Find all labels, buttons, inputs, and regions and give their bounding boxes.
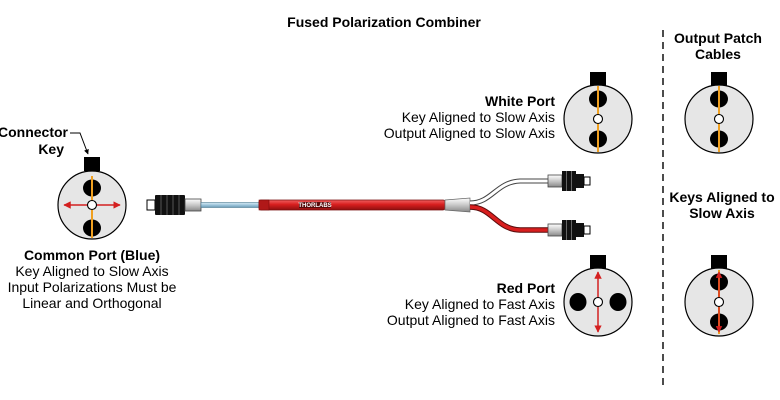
white-port-line1: Key Aligned to Slow Axis <box>402 109 555 125</box>
connector-key <box>711 255 727 269</box>
output-patch-connector-top <box>684 72 754 154</box>
common-port-line3: Linear and Orthogonal <box>22 295 161 311</box>
white-port-line2: Output Aligned to Slow Axis <box>384 125 555 141</box>
keys-aligned-line1: Keys Aligned to <box>669 189 774 205</box>
brand-text: THORLABS <box>298 203 331 209</box>
connector-key-label-line2: Key <box>38 141 64 157</box>
connector-key <box>590 255 606 269</box>
output-patch-connector-bottom <box>684 255 754 337</box>
output-patch-label-line1: Output Patch <box>674 30 762 46</box>
white-fiber <box>469 179 548 205</box>
red-fiber <box>469 205 548 232</box>
common-port-connector <box>57 157 127 240</box>
common-port-line1: Key Aligned to Slow Axis <box>15 263 168 279</box>
red-port-line2: Output Aligned to Fast Axis <box>387 312 555 328</box>
red-combiner-tube <box>258 199 446 211</box>
connector-key <box>590 72 606 86</box>
fiber-assembly: THORLABS <box>146 171 591 240</box>
white-port-title: White Port <box>485 93 555 109</box>
diagram-title: Fused Polarization Combiner <box>287 14 481 30</box>
common-port-line2: Input Polarizations Must be <box>8 279 177 295</box>
connector-key <box>711 72 727 86</box>
brand-label <box>299 202 331 208</box>
red-port-connector <box>563 255 633 337</box>
connector-key-pointer <box>70 132 89 155</box>
white-port-connector <box>563 72 633 154</box>
blue-fiber <box>200 202 260 208</box>
keys-aligned-line2: Slow Axis <box>689 205 755 221</box>
connector-key-label-line1: Connector <box>0 124 69 140</box>
connector-key <box>84 157 100 171</box>
red-port-title: Red Port <box>497 280 556 296</box>
common-port-title: Common Port (Blue) <box>24 247 160 263</box>
red-port-line1: Key Aligned to Fast Axis <box>405 296 555 312</box>
output-patch-label-line2: Cables <box>695 46 741 62</box>
